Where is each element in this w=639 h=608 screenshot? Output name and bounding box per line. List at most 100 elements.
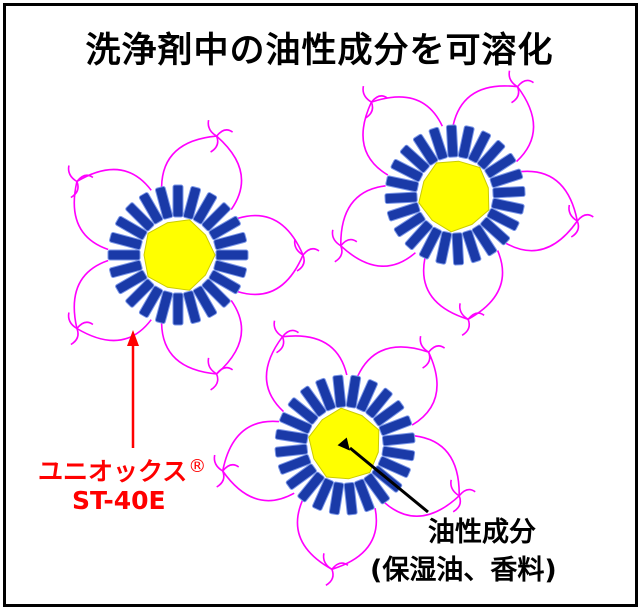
surfactant-molecule — [155, 290, 174, 324]
surfactant-molecule — [215, 249, 249, 261]
surfactant-molecule — [109, 232, 143, 251]
surfactant-molecule — [343, 481, 358, 516]
surfactant-molecule — [486, 207, 520, 232]
oil-core — [418, 160, 490, 233]
surfactant-molecule — [109, 259, 143, 278]
tail-tip — [293, 238, 320, 272]
surfactant-molecule — [328, 481, 345, 516]
surfactant-molecule — [428, 126, 448, 161]
surfactant-molecule — [354, 478, 375, 513]
tail-tip — [419, 335, 446, 369]
surfactant-molecule — [213, 259, 247, 278]
surfactant-molecule — [274, 443, 309, 458]
tail-tip — [508, 70, 534, 104]
surfactant-molecule — [115, 215, 148, 241]
oil-examples-label: (保湿油、香料) — [370, 555, 557, 586]
surfactant-molecule — [208, 269, 241, 295]
tail-tip — [207, 357, 234, 391]
registered-mark: ® — [188, 456, 207, 477]
tail-tip — [67, 312, 94, 346]
tail-tip — [273, 320, 299, 354]
oil-core — [143, 219, 216, 291]
oil-arrow-head — [337, 437, 350, 451]
surfactant-molecule — [471, 224, 498, 257]
tail-tip — [67, 165, 94, 199]
tail-tip — [213, 454, 240, 488]
surfactant-molecule — [182, 290, 201, 324]
surfactant-molecule — [377, 456, 411, 478]
surfactant-molecule — [492, 185, 526, 199]
micelle — [331, 70, 594, 336]
surfactant-molecule — [356, 379, 378, 413]
surfactant-molecule — [274, 428, 309, 445]
surfactant-molecule — [312, 477, 334, 511]
surfactant-molecule — [462, 229, 482, 264]
surfactant-molecule — [300, 385, 327, 417]
tail-tip — [568, 204, 594, 238]
surfactant-molecule — [155, 186, 174, 220]
surfactant-molecule — [138, 285, 164, 318]
surfactant-molecule — [107, 249, 141, 261]
surfactant-molecule — [390, 158, 424, 183]
tail-tip — [331, 229, 358, 263]
surfactant-code: ST-40E — [72, 486, 166, 515]
surfactant-molecule — [445, 124, 459, 158]
surfactant-molecule — [386, 202, 421, 222]
surfactant-name: ユニオックス — [38, 457, 188, 486]
surfactant-molecule — [285, 463, 317, 490]
surfactant-molecule — [378, 415, 413, 436]
surfactant-molecule — [489, 168, 524, 188]
micelle — [67, 119, 320, 391]
surfactant-molecule — [480, 217, 511, 246]
surfactant-molecule — [381, 432, 416, 447]
surfactant-molecule — [373, 400, 405, 427]
tail-tip — [207, 119, 234, 153]
surfactant-molecule — [201, 278, 231, 308]
tail-tip — [450, 479, 476, 513]
surfactant-molecule — [345, 374, 362, 409]
surfactant-molecule — [381, 445, 416, 462]
surfactant-molecule — [208, 215, 241, 241]
surfactant-molecule — [399, 144, 430, 173]
surfactant-molecule — [467, 130, 492, 164]
surfactant-arrow-head — [127, 330, 139, 346]
surfactant-molecule — [332, 374, 347, 409]
surfactant-molecule — [484, 152, 517, 179]
surfactant-molecule — [385, 175, 419, 193]
oil-pointer-arrow — [349, 446, 429, 514]
surfactant-molecule — [192, 285, 218, 318]
tail-tip — [322, 553, 349, 586]
surfactant-molecule — [192, 192, 218, 225]
diagram-title: 洗浄剤中の油性成分を可溶化 — [85, 31, 554, 71]
surfactant-molecule — [172, 292, 184, 326]
surfactant-label: ユニオックス® — [38, 452, 206, 488]
surfactant-molecule — [451, 232, 465, 266]
tail-tip — [458, 303, 485, 336]
surfactant-molecule — [138, 192, 164, 225]
surfactant-molecule — [172, 184, 184, 218]
surfactant-molecule — [435, 231, 453, 265]
surfactant-molecule — [363, 473, 390, 505]
surfactant-molecule — [393, 211, 426, 238]
surfactant-molecule — [201, 202, 231, 232]
surfactant-molecule — [213, 232, 247, 251]
surfactant-molecule — [125, 202, 155, 232]
surfactant-molecule — [491, 197, 525, 215]
oil-component-label: 油性成分 — [428, 517, 536, 548]
surfactant-molecule — [287, 397, 319, 425]
surfactant-molecule — [477, 139, 506, 170]
surfactant-molecule — [315, 377, 336, 412]
surfactant-molecule — [365, 387, 393, 419]
surfactant-molecule — [115, 269, 148, 295]
surfactant-molecule — [182, 186, 201, 220]
surfactant-molecule — [277, 454, 312, 475]
surfactant-molecule — [412, 133, 439, 166]
surfactant-molecule — [384, 191, 418, 205]
surfactant-molecule — [279, 412, 313, 434]
surfactant-molecule — [457, 125, 475, 159]
surfactant-molecule — [125, 278, 155, 308]
surfactant-molecule — [404, 220, 433, 251]
surfactant-molecule — [297, 471, 325, 503]
surfactant-molecule — [418, 226, 443, 260]
